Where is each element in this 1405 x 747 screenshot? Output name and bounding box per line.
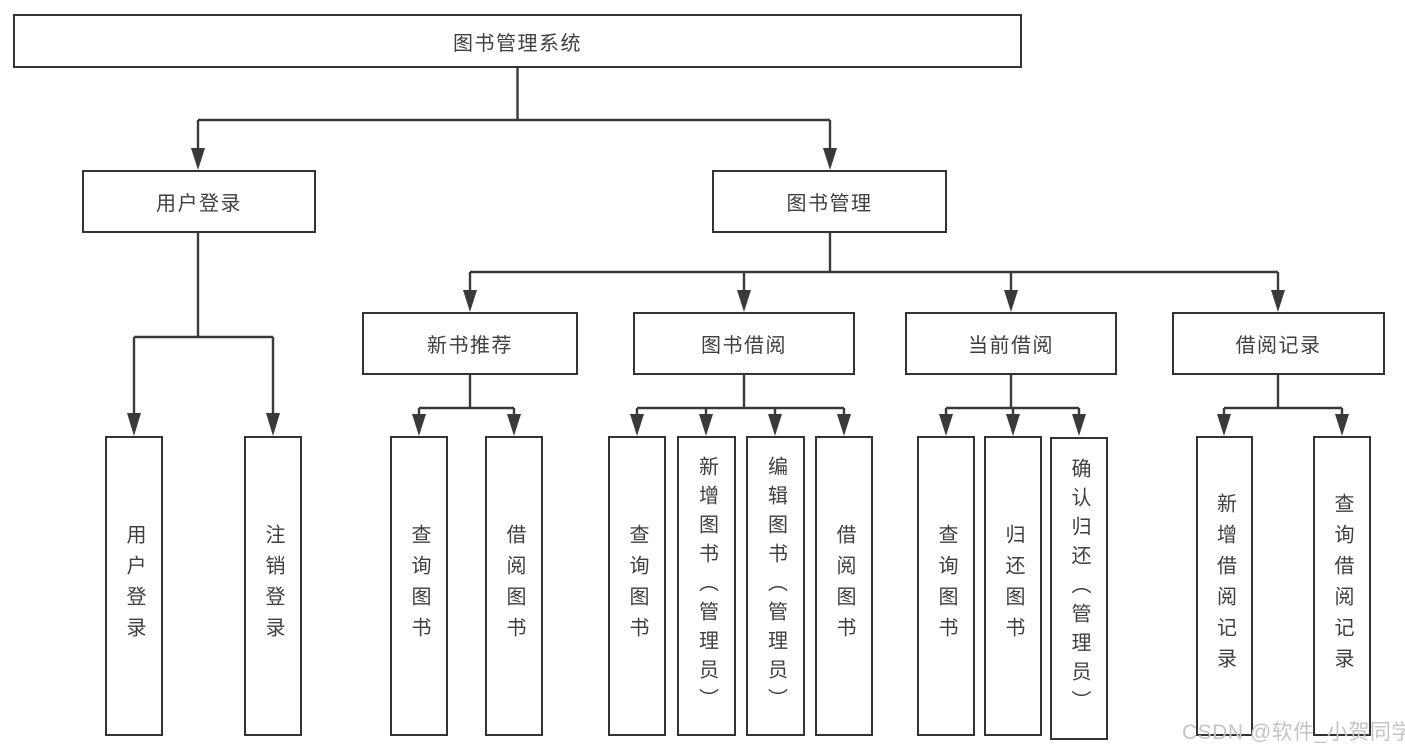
node-book-management: 图书管理 <box>712 170 947 233</box>
node-current-borrowing: 当前借阅 <box>905 312 1117 375</box>
leaf-records-add: 新增借阅记录 <box>1196 436 1253 736</box>
leaf-user-login-label: 用户登录 <box>123 524 145 648</box>
leaf-logout: 注销登录 <box>244 436 302 736</box>
connector-userlogin-rail <box>134 233 273 339</box>
leaf-current-return: 归还图书 <box>984 436 1042 736</box>
leaf-current-confirm-return: 确认归还（管理员） <box>1050 437 1108 740</box>
node-user-login: 用户登录 <box>82 170 316 233</box>
leaf-newbooks-query: 查询图书 <box>390 436 448 736</box>
leaf-records-add-label: 新增借阅记录 <box>1213 493 1236 679</box>
node-new-book-recommendation: 新书推荐 <box>362 312 578 375</box>
node-new-book-recommendation-label: 新书推荐 <box>427 335 513 357</box>
leaf-records-query-label: 查询借阅记录 <box>1331 493 1353 679</box>
connector-root-rail <box>198 68 830 122</box>
csdn-watermark: CSDN @软件_小贺同学 <box>1182 721 1405 744</box>
leaf-borrowing-borrow: 借阅图书 <box>815 436 873 736</box>
leaf-borrowing-add-label: 新增图书（管理员） <box>695 455 718 717</box>
leaf-current-query-label: 查询图书 <box>935 524 957 648</box>
node-book-borrowing-label: 图书借阅 <box>701 335 787 357</box>
leaf-logout-label: 注销登录 <box>262 524 284 648</box>
leaf-records-query: 查询借阅记录 <box>1313 436 1371 736</box>
leaf-borrowing-borrow-label: 借阅图书 <box>833 524 855 648</box>
connector-records-rail <box>1224 375 1342 410</box>
leaf-borrowing-edit-label: 编辑图书（管理员） <box>764 455 787 717</box>
connector-current-rail <box>946 375 1079 410</box>
leaf-user-login: 用户登录 <box>105 436 163 736</box>
arrowhead-new-books <box>463 290 477 312</box>
arrowhead-book-mgmt <box>823 148 837 170</box>
leaf-current-return-label: 归还图书 <box>1002 524 1024 648</box>
leaf-newbooks-borrow: 借阅图书 <box>485 436 543 736</box>
node-root-label: 图书管理系统 <box>453 32 582 55</box>
arrowhead-leaf-login <box>127 413 141 436</box>
leaf-borrowing-edit: 编辑图书（管理员） <box>746 436 805 736</box>
node-user-login-label: 用户登录 <box>156 193 242 215</box>
arrowhead-current <box>1004 290 1018 312</box>
connector-borrowing-rail <box>637 375 844 410</box>
node-root: 图书管理系统 <box>13 14 1022 68</box>
arrowhead-user-login <box>191 148 205 170</box>
leaf-borrowing-add: 新增图书（管理员） <box>677 436 736 736</box>
connector-newbooks-rail <box>419 375 514 410</box>
node-borrowing-records: 借阅记录 <box>1172 312 1385 375</box>
leaf-current-query: 查询图书 <box>917 436 975 736</box>
leaf-borrowing-query-label: 查询图书 <box>626 524 648 648</box>
leaf-newbooks-query-label: 查询图书 <box>408 524 430 648</box>
leaf-newbooks-borrow-label: 借阅图书 <box>503 524 525 648</box>
node-current-borrowing-label: 当前借阅 <box>968 335 1054 357</box>
node-book-borrowing: 图书借阅 <box>633 312 855 375</box>
node-book-management-label: 图书管理 <box>786 193 873 215</box>
arrowhead-borrowing <box>737 290 751 312</box>
leaf-current-confirm-return-label: 确认归还（管理员） <box>1068 458 1090 719</box>
leaf-borrowing-query: 查询图书 <box>608 436 666 736</box>
node-borrowing-records-label: 借阅记录 <box>1235 335 1322 357</box>
arrowhead-records <box>1271 290 1285 312</box>
connector-bookmgmt-rail <box>470 233 1278 274</box>
arrowhead-leaf-logout <box>266 413 280 436</box>
